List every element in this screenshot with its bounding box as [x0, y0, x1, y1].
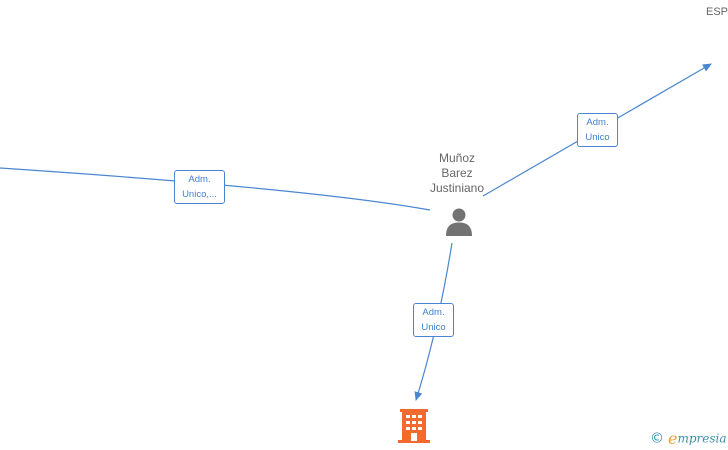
person-node-label[interactable]: Muñoz Barez Justiniano [418, 151, 496, 196]
edge-label-left[interactable]: Adm. Unico,... [174, 170, 225, 204]
edge-label-line: Unico,... [182, 189, 217, 200]
edge-label-line: Adm. [586, 117, 609, 128]
company-building-icon[interactable] [398, 409, 430, 443]
brand-logo-text: mpresia [677, 431, 727, 446]
edge-label-line: Adm. [188, 174, 211, 185]
empresia-brand-logo[interactable]: ©empresia [650, 429, 727, 448]
edge-label-top-right[interactable]: Adm. Unico [577, 113, 618, 147]
person-name-line-3: Justiniano [429, 181, 485, 195]
person-name-line-1: Muñoz [438, 151, 476, 165]
edge-label-line: Unico [421, 322, 446, 333]
top-right-node-label[interactable]: ESP [706, 6, 728, 18]
edge-left-line [0, 167, 431, 211]
person-name-line-2: Barez [441, 166, 473, 180]
edge-label-line: Unico [585, 132, 610, 143]
brand-logo-initial: e [668, 429, 678, 448]
copyright-symbol: © [650, 430, 664, 447]
edge-label-line: Adm. [422, 307, 445, 318]
edge-label-bottom[interactable]: Adm. Unico [413, 303, 454, 337]
person-icon[interactable] [444, 206, 474, 236]
